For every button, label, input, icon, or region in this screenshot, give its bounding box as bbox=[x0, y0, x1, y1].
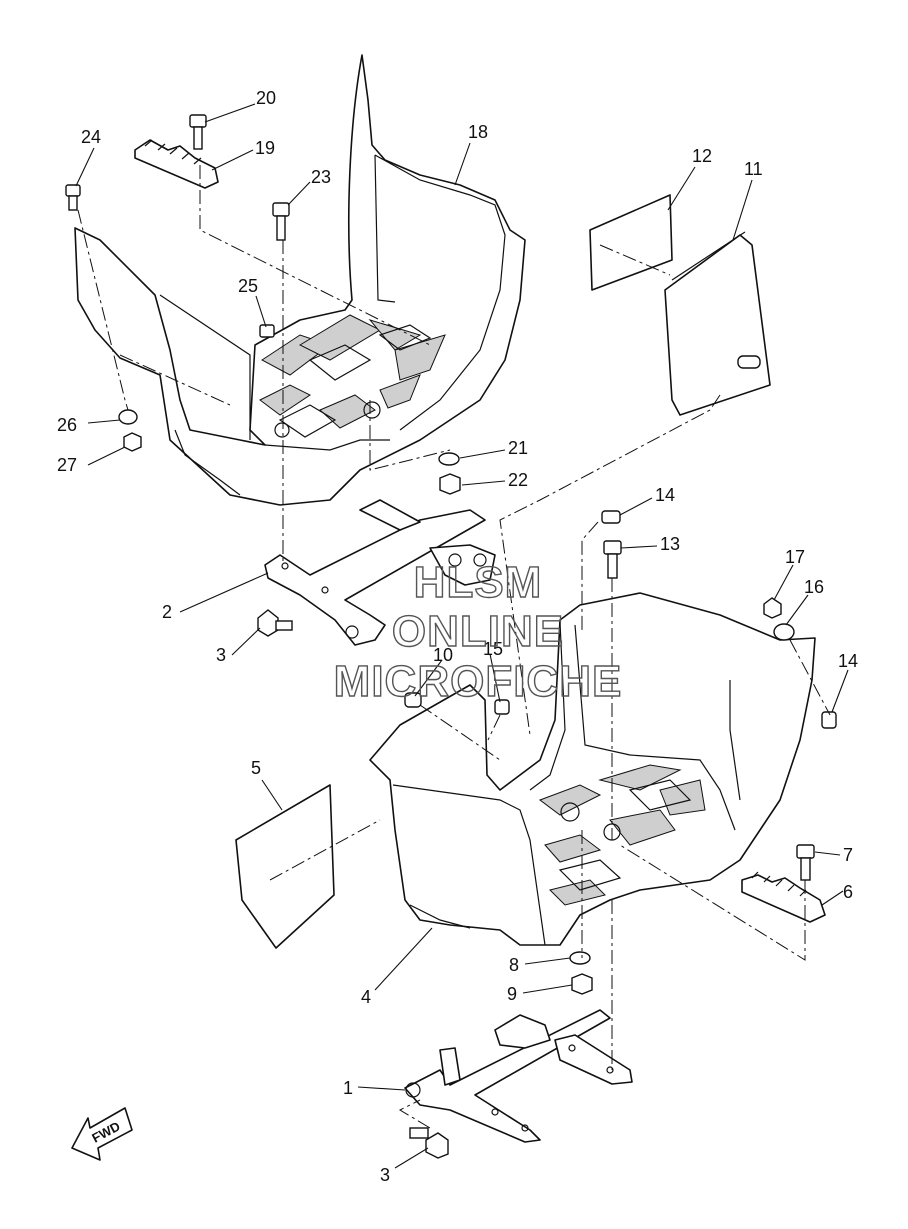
callout-12: 12 bbox=[692, 146, 712, 166]
part-22-nut bbox=[439, 473, 461, 495]
callout-8: 8 bbox=[509, 955, 519, 975]
part-9-nut bbox=[571, 973, 593, 995]
callout-21: 21 bbox=[508, 438, 528, 458]
alignment-lines bbox=[77, 165, 831, 1129]
watermark-line-1: HLSM bbox=[414, 558, 543, 607]
callout-19: 19 bbox=[255, 138, 275, 158]
part-27-nut bbox=[123, 432, 142, 452]
forward-direction-arrow: FWD bbox=[71, 1107, 133, 1161]
part-10-grommet bbox=[404, 692, 422, 708]
part-19-left-footpeg bbox=[134, 139, 219, 189]
part-13-bolt bbox=[603, 540, 622, 579]
part-8-washer bbox=[569, 951, 591, 965]
callout-20: 20 bbox=[256, 88, 276, 108]
callout-3-upper: 3 bbox=[216, 645, 226, 665]
callout-3-lower: 3 bbox=[380, 1165, 390, 1185]
callout-1: 1 bbox=[343, 1078, 353, 1098]
part-14-clip-lower bbox=[821, 711, 837, 729]
part-3-upper-bolt bbox=[257, 609, 293, 637]
part-12-sticker bbox=[589, 194, 673, 291]
part-6-right-footpeg bbox=[741, 874, 826, 923]
part-25-clip bbox=[259, 324, 275, 338]
callout-numbers: 20 24 19 18 23 12 11 25 26 27 21 22 14 1… bbox=[57, 88, 858, 1185]
part-26-washer bbox=[118, 409, 138, 425]
part-20-bolt bbox=[189, 114, 207, 150]
callout-13: 13 bbox=[660, 534, 680, 554]
part-16-washer bbox=[773, 623, 795, 641]
part-21-washer bbox=[438, 452, 460, 466]
callout-4: 4 bbox=[361, 987, 371, 1007]
right-footrest-assembly bbox=[369, 510, 837, 995]
callout-10: 10 bbox=[433, 645, 453, 665]
watermark: HLSM ONLINE MICROFICHE bbox=[333, 557, 623, 706]
callout-16: 16 bbox=[804, 577, 824, 597]
part-17-clip bbox=[763, 597, 782, 619]
callout-17: 17 bbox=[785, 547, 805, 567]
callout-25: 25 bbox=[238, 276, 258, 296]
callout-23: 23 bbox=[311, 167, 331, 187]
watermark-line-3: MICROFICHE bbox=[334, 657, 623, 706]
callout-14-lower: 14 bbox=[838, 651, 858, 671]
part-2-left-bracket bbox=[264, 499, 496, 646]
part-5-sticker bbox=[235, 784, 335, 949]
part-7-bolt bbox=[796, 844, 815, 881]
part-3-lower-bolt bbox=[409, 1127, 449, 1159]
callout-18: 18 bbox=[468, 122, 488, 142]
callout-26: 26 bbox=[57, 415, 77, 435]
callout-5: 5 bbox=[251, 758, 261, 778]
part-4-right-footwell bbox=[369, 592, 816, 946]
callout-9: 9 bbox=[507, 984, 517, 1004]
leader-lines bbox=[75, 103, 849, 1169]
part-15-clip bbox=[494, 699, 510, 715]
watermark-line-2: ONLINE bbox=[392, 607, 564, 656]
callout-14-upper: 14 bbox=[655, 485, 675, 505]
callout-24: 24 bbox=[81, 127, 101, 147]
callout-11: 11 bbox=[744, 159, 763, 179]
part-11-cover bbox=[664, 231, 771, 416]
callout-22: 22 bbox=[508, 470, 528, 490]
part-24-bolt bbox=[65, 184, 81, 211]
part-1-right-bracket bbox=[404, 1009, 633, 1143]
part-23-bolt bbox=[272, 202, 290, 241]
callout-15: 15 bbox=[483, 639, 503, 659]
callout-2: 2 bbox=[162, 602, 172, 622]
left-footrest-assembly bbox=[65, 54, 526, 506]
callout-27: 27 bbox=[57, 455, 77, 475]
callout-7: 7 bbox=[843, 845, 853, 865]
part-14-clip-upper bbox=[601, 510, 621, 524]
callout-6: 6 bbox=[843, 882, 853, 902]
